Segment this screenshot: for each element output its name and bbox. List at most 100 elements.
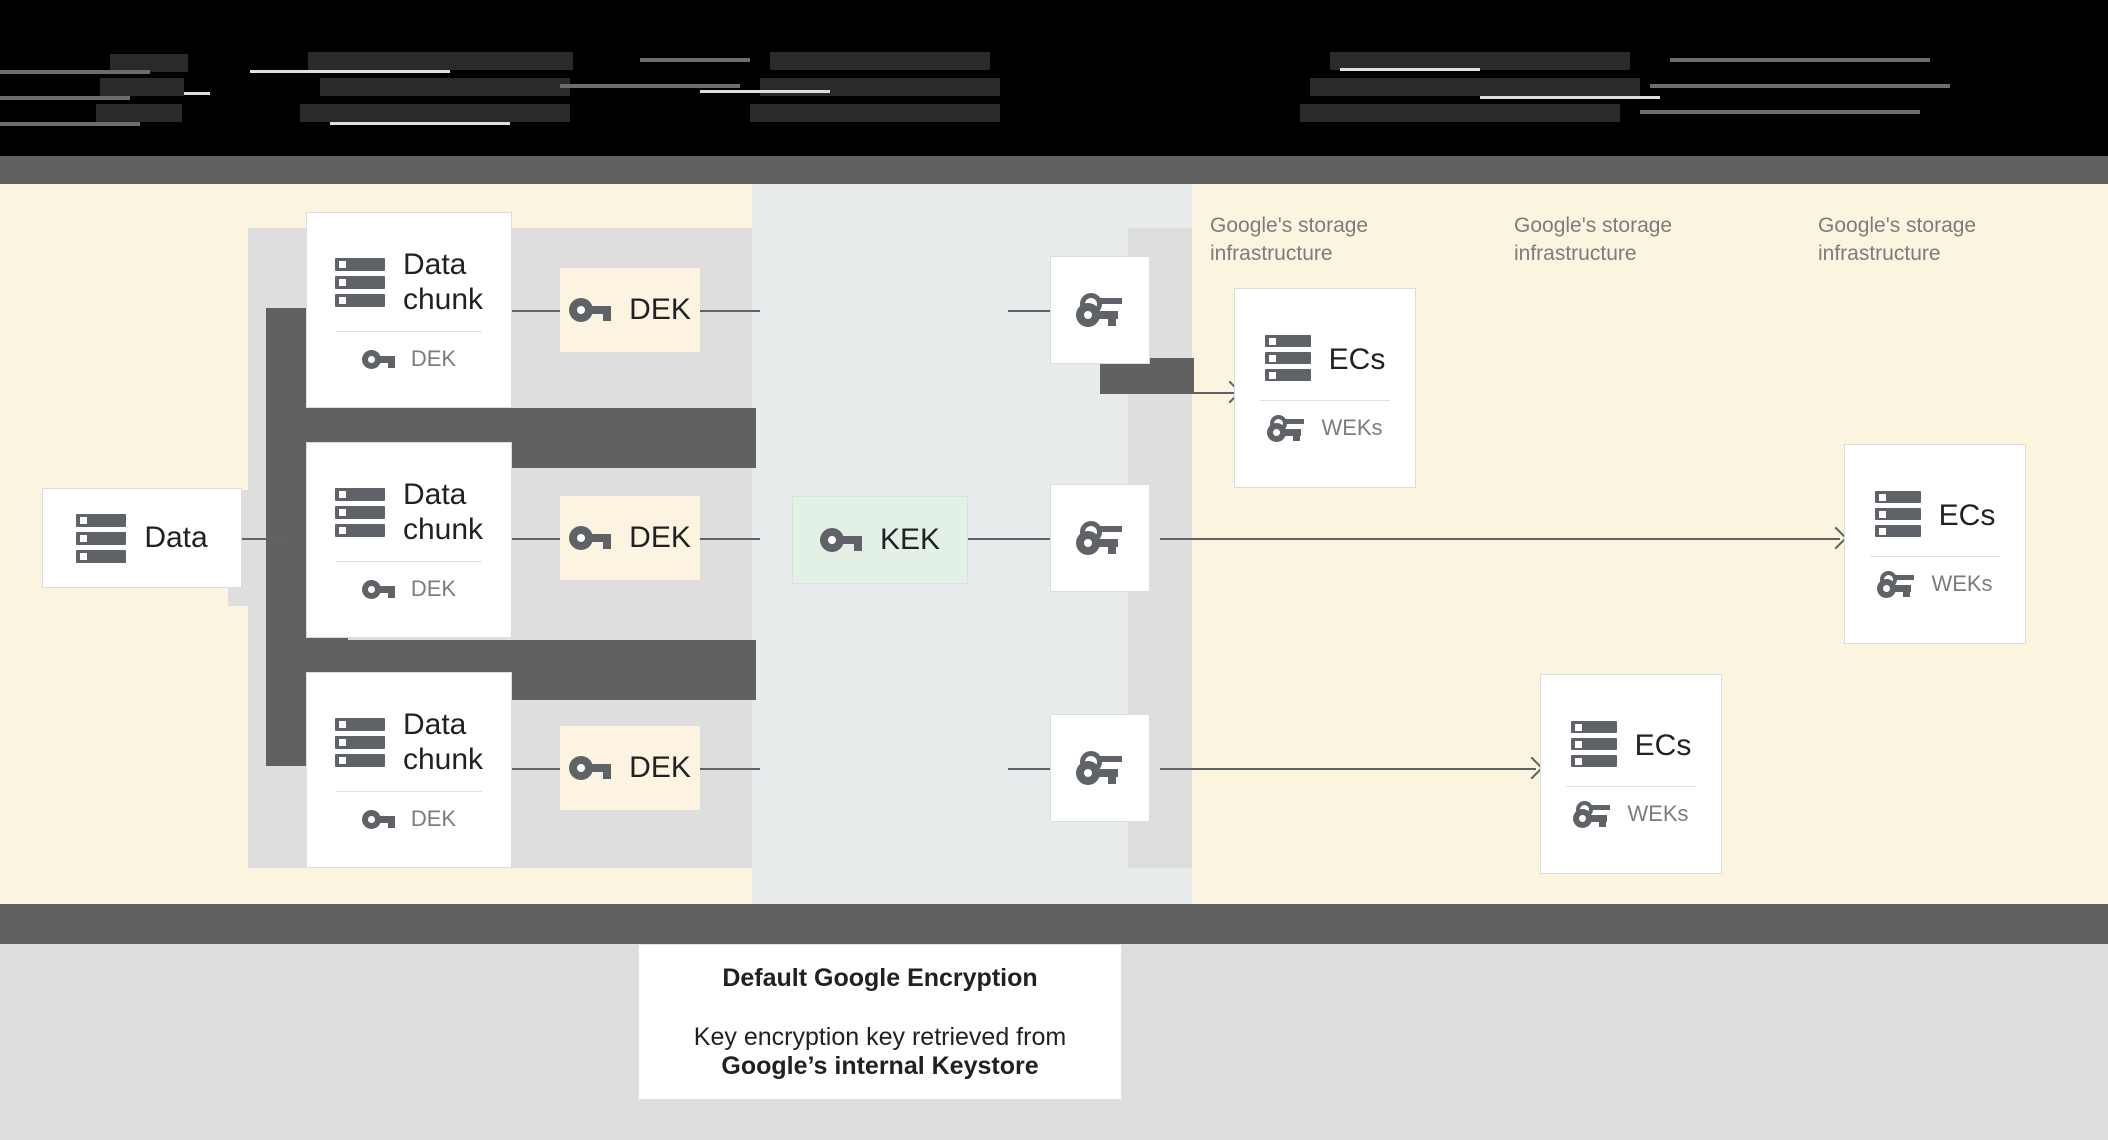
data-card-label: Data xyxy=(144,520,208,554)
caption-box: Default Google Encryption Key encryption… xyxy=(638,944,1122,1100)
dek-label-2: DEK xyxy=(629,521,691,554)
ec-card-2[interactable]: ECs WEKs xyxy=(1844,444,2026,644)
key-icon xyxy=(569,756,612,780)
connector-chunk3-to-dek3 xyxy=(512,768,560,770)
obscured-text-fragment xyxy=(110,54,188,72)
connector-dek2-out xyxy=(700,538,760,540)
top-obscured-text-band xyxy=(0,40,2108,156)
server-stack-icon xyxy=(334,488,385,537)
obscured-text-fragment xyxy=(308,52,573,70)
storage-label-3: Google's storage infrastructure xyxy=(1818,214,1977,265)
obscured-text-fragment xyxy=(320,78,570,96)
server-stack-icon xyxy=(334,718,385,767)
obscured-text-fragment xyxy=(750,104,1000,122)
band-shadow-left xyxy=(0,156,250,184)
ec-title-1: ECs xyxy=(1328,342,1386,376)
key-icon xyxy=(819,528,862,552)
server-stack-icon xyxy=(1874,490,1921,542)
storage-label-1: Google's storage infrastructure xyxy=(1210,214,1369,265)
connector-data-to-fork xyxy=(228,538,288,540)
key-icon xyxy=(361,349,395,369)
wrapped-key-tile-2[interactable] xyxy=(1050,484,1150,592)
key-icon xyxy=(361,579,395,599)
card-divider xyxy=(1260,399,1390,401)
server-stack-icon xyxy=(76,513,127,563)
double-key-icon xyxy=(1076,521,1124,555)
ec-card-3[interactable]: ECs WEKs xyxy=(1540,674,1722,874)
card-divider xyxy=(335,791,483,793)
obscured-text-fragment xyxy=(1650,84,1950,88)
obscured-text-fragment xyxy=(1300,104,1620,122)
fork-stub-right xyxy=(1100,358,1194,394)
server-stack-icon xyxy=(1264,334,1311,386)
double-key-icon xyxy=(1076,293,1124,327)
obscured-text-fragment xyxy=(0,96,130,100)
obscured-text-fragment xyxy=(330,122,510,125)
ec-title-2: ECs xyxy=(1938,498,1996,532)
obscured-text-fragment xyxy=(0,122,140,126)
band-shadow xyxy=(250,156,2108,184)
connector-keytile1-to-ec1 xyxy=(1192,392,1234,394)
dek-box-2[interactable]: DEK xyxy=(560,496,700,580)
connector-dek1-out xyxy=(700,310,760,312)
chunk-key-label-2: DEK xyxy=(410,576,457,602)
double-key-icon xyxy=(1076,751,1124,785)
connector-chunk2-to-dek2 xyxy=(512,538,560,540)
connector-keytile2-to-ec2 xyxy=(1160,538,1840,540)
obscured-text-fragment xyxy=(96,104,182,122)
connector-dek3-out xyxy=(700,768,760,770)
kek-box[interactable]: KEK xyxy=(792,496,968,584)
obscured-text-fragment xyxy=(1670,58,1930,62)
dek-box-3[interactable]: DEK xyxy=(560,726,700,810)
connector-keytile3-to-ec3 xyxy=(1160,768,1536,770)
bottom-dark-bar xyxy=(0,904,2108,944)
wrapped-key-tile-1[interactable] xyxy=(1050,256,1150,364)
wrapped-key-tile-3[interactable] xyxy=(1050,714,1150,822)
obscured-text-fragment xyxy=(1340,68,1480,71)
connector-chunk1-to-dek1 xyxy=(512,310,560,312)
obscured-text-fragment xyxy=(560,84,740,88)
dek-box-1[interactable]: DEK xyxy=(560,268,700,352)
obscured-text-fragment xyxy=(250,70,450,73)
connector-to-keytile3 xyxy=(1008,768,1050,770)
obscured-text-fragment xyxy=(1330,52,1630,70)
obscured-text-fragment xyxy=(1480,96,1660,99)
connector-kek-to-keytile2 xyxy=(968,538,1050,540)
storage-label-2: Google's storage infrastructure xyxy=(1514,214,1673,265)
double-key-icon xyxy=(1267,414,1305,442)
obscured-text-fragment xyxy=(760,78,1000,96)
data-card[interactable]: Data xyxy=(42,488,242,588)
ec-key-label-1: WEKs xyxy=(1321,415,1383,440)
kek-label: KEK xyxy=(879,523,941,556)
obscured-text-fragment xyxy=(300,104,570,122)
obscured-text-fragment xyxy=(640,58,750,62)
double-key-icon xyxy=(1877,570,1915,598)
card-divider xyxy=(1566,785,1696,787)
card-divider xyxy=(335,561,483,563)
server-stack-icon xyxy=(1570,720,1617,772)
obscured-text-fragment xyxy=(1310,78,1640,96)
card-divider xyxy=(1870,555,2000,557)
key-icon xyxy=(569,298,612,322)
caption-line-2: Google’s internal Keystore xyxy=(721,1051,1039,1080)
obscured-text-fragment xyxy=(100,78,184,96)
ec-card-1[interactable]: ECs WEKs xyxy=(1234,288,1416,488)
server-stack-icon xyxy=(334,258,385,307)
double-key-icon xyxy=(1573,800,1611,828)
key-icon xyxy=(569,526,612,550)
obscured-text-fragment xyxy=(0,70,150,74)
connector-to-keytile1 xyxy=(1008,310,1050,312)
caption-title: Default Google Encryption xyxy=(722,963,1038,992)
ec-title-3: ECs xyxy=(1634,728,1692,762)
ec-key-label-3: WEKs xyxy=(1627,801,1689,826)
key-icon xyxy=(361,809,395,829)
chunk-key-label-3: DEK xyxy=(410,806,457,832)
obscured-text-fragment xyxy=(770,52,990,70)
